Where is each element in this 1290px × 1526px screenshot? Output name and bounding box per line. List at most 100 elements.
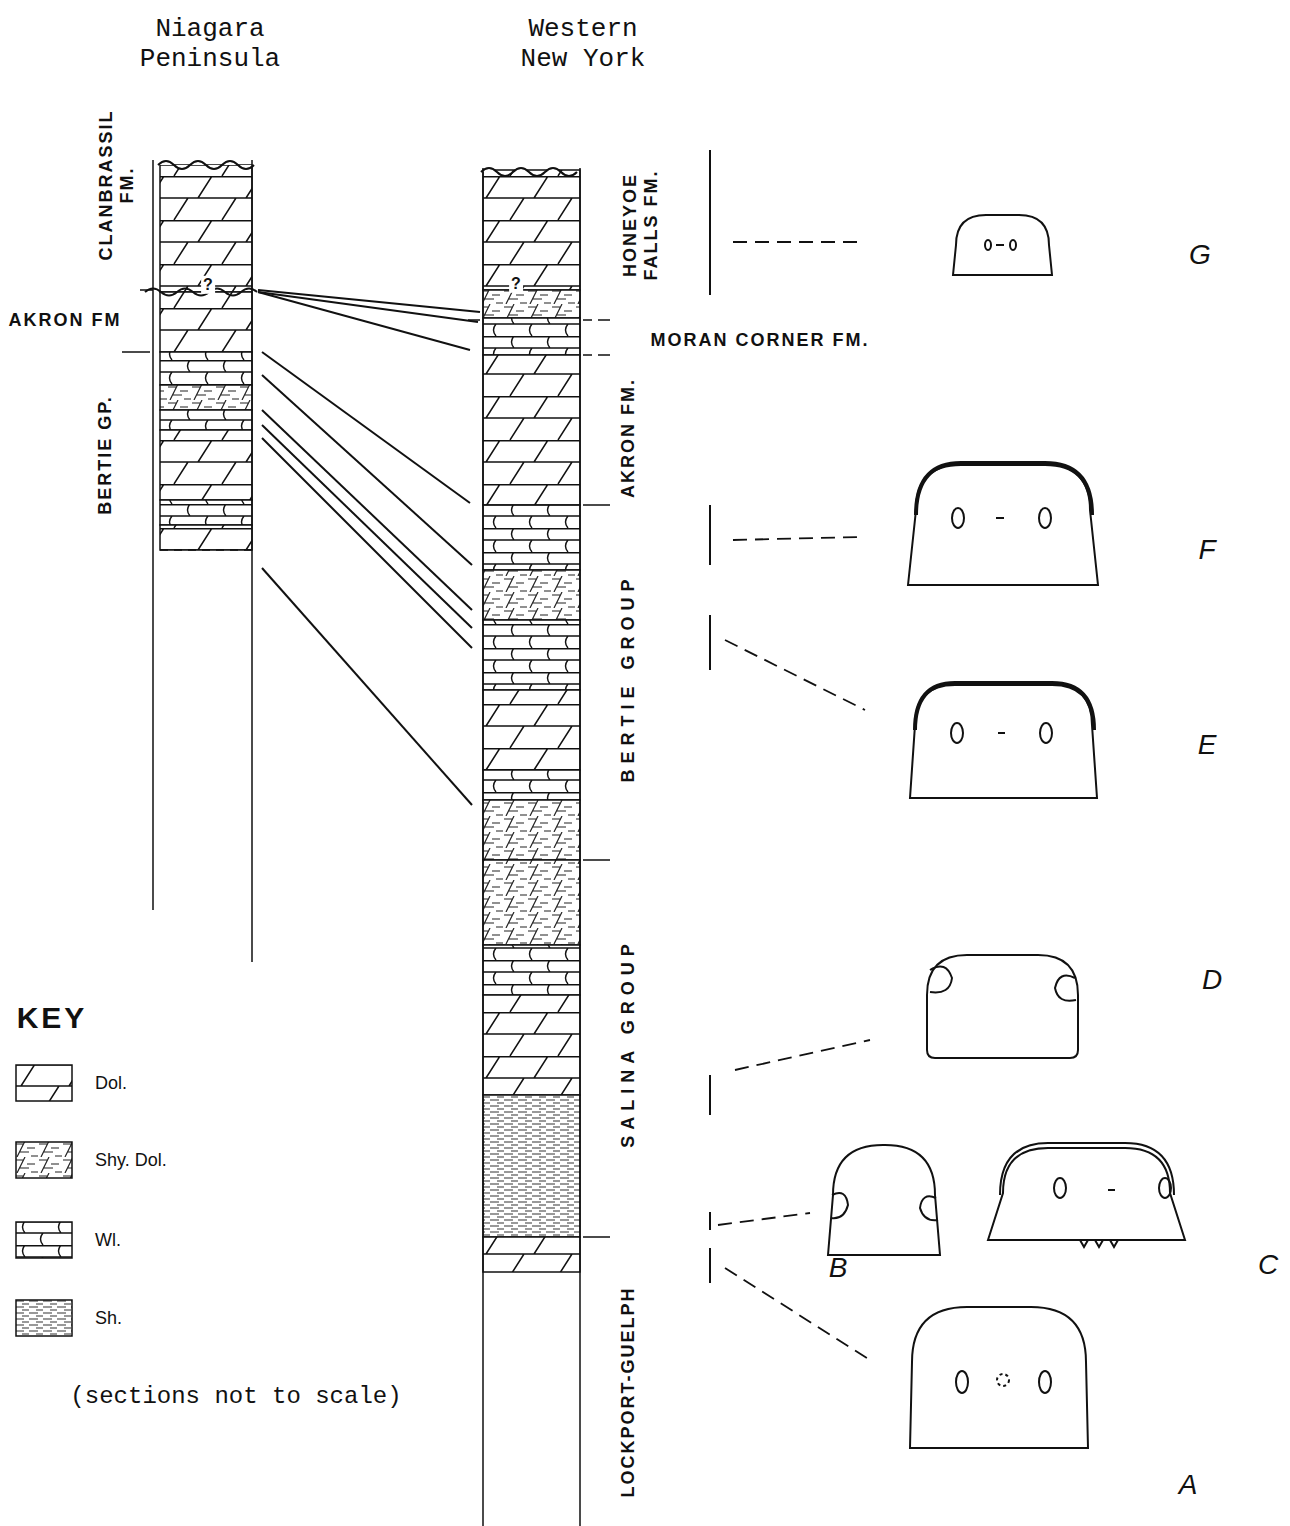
leader-lines xyxy=(725,640,865,710)
formation-label: CLANBRASSIL FM. xyxy=(96,101,137,269)
specimen-letter: E xyxy=(1198,729,1217,761)
specimen-letter: B xyxy=(829,1252,848,1284)
niagara-column xyxy=(160,385,252,410)
new-york-column xyxy=(483,505,580,570)
correlation-lines xyxy=(258,290,480,312)
niagara-column xyxy=(160,292,252,352)
formation-label: AKRON FM. xyxy=(618,378,639,498)
specimen-outlines xyxy=(998,732,1005,734)
specimen-letter: G xyxy=(1189,239,1211,271)
new-york-column xyxy=(483,690,580,770)
legend-text: Wl. xyxy=(95,1230,121,1251)
new-york-column xyxy=(483,860,580,945)
specimen-outlines xyxy=(828,1145,940,1255)
formation-label: HONEYOE FALLS FM. xyxy=(620,155,661,295)
specimen-letter: A xyxy=(1179,1469,1198,1501)
formation-label: BERTIE GROUP xyxy=(618,573,639,782)
specimen-outlines xyxy=(1039,508,1051,528)
correlation-lines xyxy=(262,410,472,610)
leader-lines xyxy=(733,241,865,243)
new-york-column xyxy=(483,570,580,620)
legend-swatch xyxy=(15,1141,73,1179)
new-york-column xyxy=(483,1095,580,1237)
new-york-column xyxy=(483,800,580,860)
legend-swatch xyxy=(16,1065,72,1101)
legend-row: Sh. xyxy=(15,1299,122,1337)
specimen-letter: D xyxy=(1202,964,1222,996)
niagara-column xyxy=(122,290,153,352)
specimen-outlines xyxy=(1108,1189,1115,1191)
specimen-outlines xyxy=(920,1196,938,1220)
correlation-lines xyxy=(262,425,472,628)
niagara-column xyxy=(122,160,257,962)
correlation-lines xyxy=(262,568,472,805)
niagara-column xyxy=(160,410,252,430)
correlation-lines xyxy=(262,352,470,503)
legend-swatch xyxy=(16,1142,72,1178)
correlation-lines xyxy=(258,292,478,322)
new-york-column xyxy=(481,168,577,176)
niagara-column xyxy=(160,549,252,551)
specimen-outlines xyxy=(828,215,1185,1448)
niagara-column xyxy=(158,161,254,169)
specimen-outlines xyxy=(910,685,1097,798)
specimen-outlines xyxy=(952,508,964,528)
specimen-outlines xyxy=(1010,240,1016,250)
new-york-column xyxy=(483,1237,580,1272)
leader-lines xyxy=(718,1213,810,1225)
specimen-outlines xyxy=(1040,723,1052,743)
legend-text: Shy. Dol. xyxy=(95,1150,167,1171)
scale-note: (sections not to scale) xyxy=(70,1383,401,1411)
specimen-outlines xyxy=(1159,1178,1171,1198)
specimen-outlines xyxy=(996,517,1004,519)
specimen-outlines xyxy=(1000,1143,1174,1195)
leader-lines xyxy=(735,1040,870,1070)
key-heading: KEY xyxy=(17,1001,88,1036)
specimen-outlines xyxy=(915,683,1094,730)
niagara-column xyxy=(160,500,252,525)
specimen-outlines xyxy=(910,1307,1088,1448)
niagara-column xyxy=(160,158,252,162)
level-ticks xyxy=(709,150,711,1283)
legend-row: Shy. Dol. xyxy=(15,1141,167,1179)
formation-label: LOCKPORT-GUELPH xyxy=(618,1286,639,1497)
leader-lines xyxy=(725,1268,870,1360)
new-york-column xyxy=(483,355,580,505)
correlation-lines xyxy=(258,290,480,805)
niagara-column xyxy=(160,430,252,500)
niagara-column xyxy=(160,525,252,550)
formation-label: BERTIE GP. xyxy=(95,395,116,515)
new-york-column xyxy=(483,620,580,690)
specimen-letter: C xyxy=(1258,1249,1278,1281)
specimen-outlines xyxy=(916,463,1092,515)
new-york-column xyxy=(483,318,580,355)
new-york-column xyxy=(468,168,610,1526)
new-york-column xyxy=(483,170,580,290)
legend-row: Wl. xyxy=(15,1221,121,1259)
specimen-outlines xyxy=(831,1193,848,1218)
new-york-column xyxy=(483,995,580,1095)
specimen-letter: F xyxy=(1198,534,1215,566)
specimen-outlines xyxy=(953,215,1052,275)
niagara-column xyxy=(153,160,252,962)
legend-row: Dol. xyxy=(15,1064,127,1102)
new-york-column xyxy=(483,945,580,995)
specimen-outlines xyxy=(1055,976,1076,1001)
legend-swatch xyxy=(16,1222,72,1258)
correlation-lines xyxy=(262,438,472,648)
specimen-outlines xyxy=(997,1374,1009,1386)
specimen-outlines xyxy=(985,240,991,250)
legend-swatch xyxy=(16,1300,72,1336)
leader-lines xyxy=(718,242,870,1360)
formation-label: MORAN CORNER FM. xyxy=(651,330,870,351)
legend-swatch xyxy=(15,1221,73,1259)
niagara-column xyxy=(160,165,252,292)
specimen-outlines xyxy=(1039,1371,1051,1393)
specimen-outlines xyxy=(1080,1240,1118,1247)
query-mark: ? xyxy=(509,275,523,293)
specimen-outlines xyxy=(951,723,963,743)
specimen-outlines xyxy=(1054,1178,1066,1198)
column-heading: Niagara Peninsula xyxy=(130,15,290,75)
niagara-column xyxy=(160,352,252,385)
legend-text: Dol. xyxy=(95,1073,127,1094)
